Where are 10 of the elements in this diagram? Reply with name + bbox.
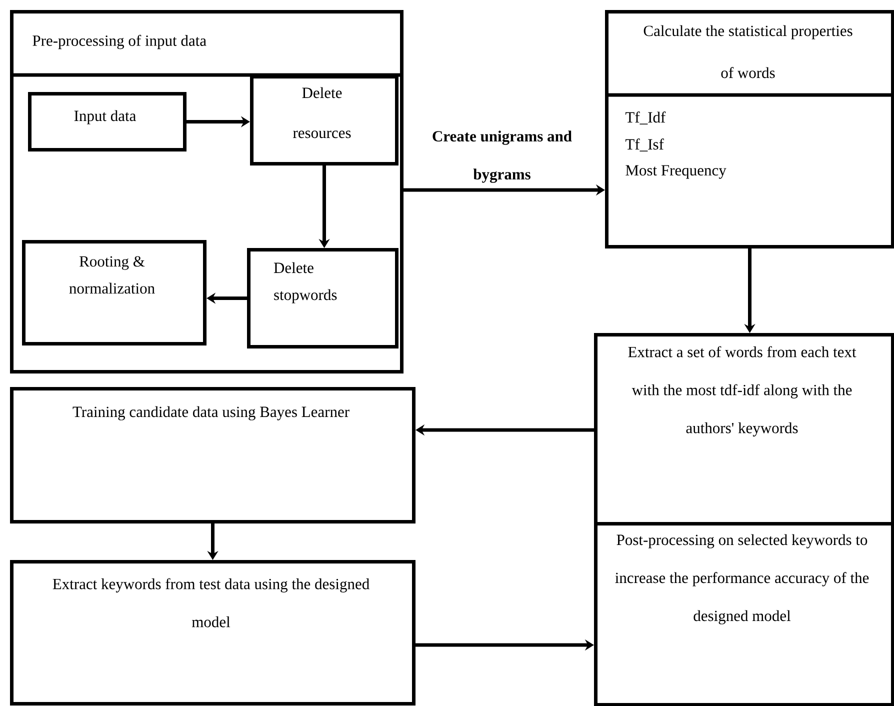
- process-box: Rooting & normalization: [22, 240, 206, 346]
- process-box: Post-processing on selected keywords to increase the performance accuracy of the designed model: [594, 522, 894, 706]
- process-box: Input data: [28, 92, 186, 152]
- process-box: Training candidate data using Bayes Learner: [10, 387, 416, 524]
- process-box: Extract a set of words from each text with the most tdf-idf along with the authors' keywords: [594, 333, 894, 526]
- process-box: Calculate the statistical properties of words Tf_Idf Tf_Isf Most Frequency: [605, 10, 894, 248]
- process-box: Delete resources: [250, 75, 398, 166]
- process-box: Extract keywords from test data using the designed model: [10, 560, 416, 706]
- edge-label: Create unigrams and bygrams: [432, 130, 572, 183]
- process-box: Delete stopwords: [247, 248, 398, 348]
